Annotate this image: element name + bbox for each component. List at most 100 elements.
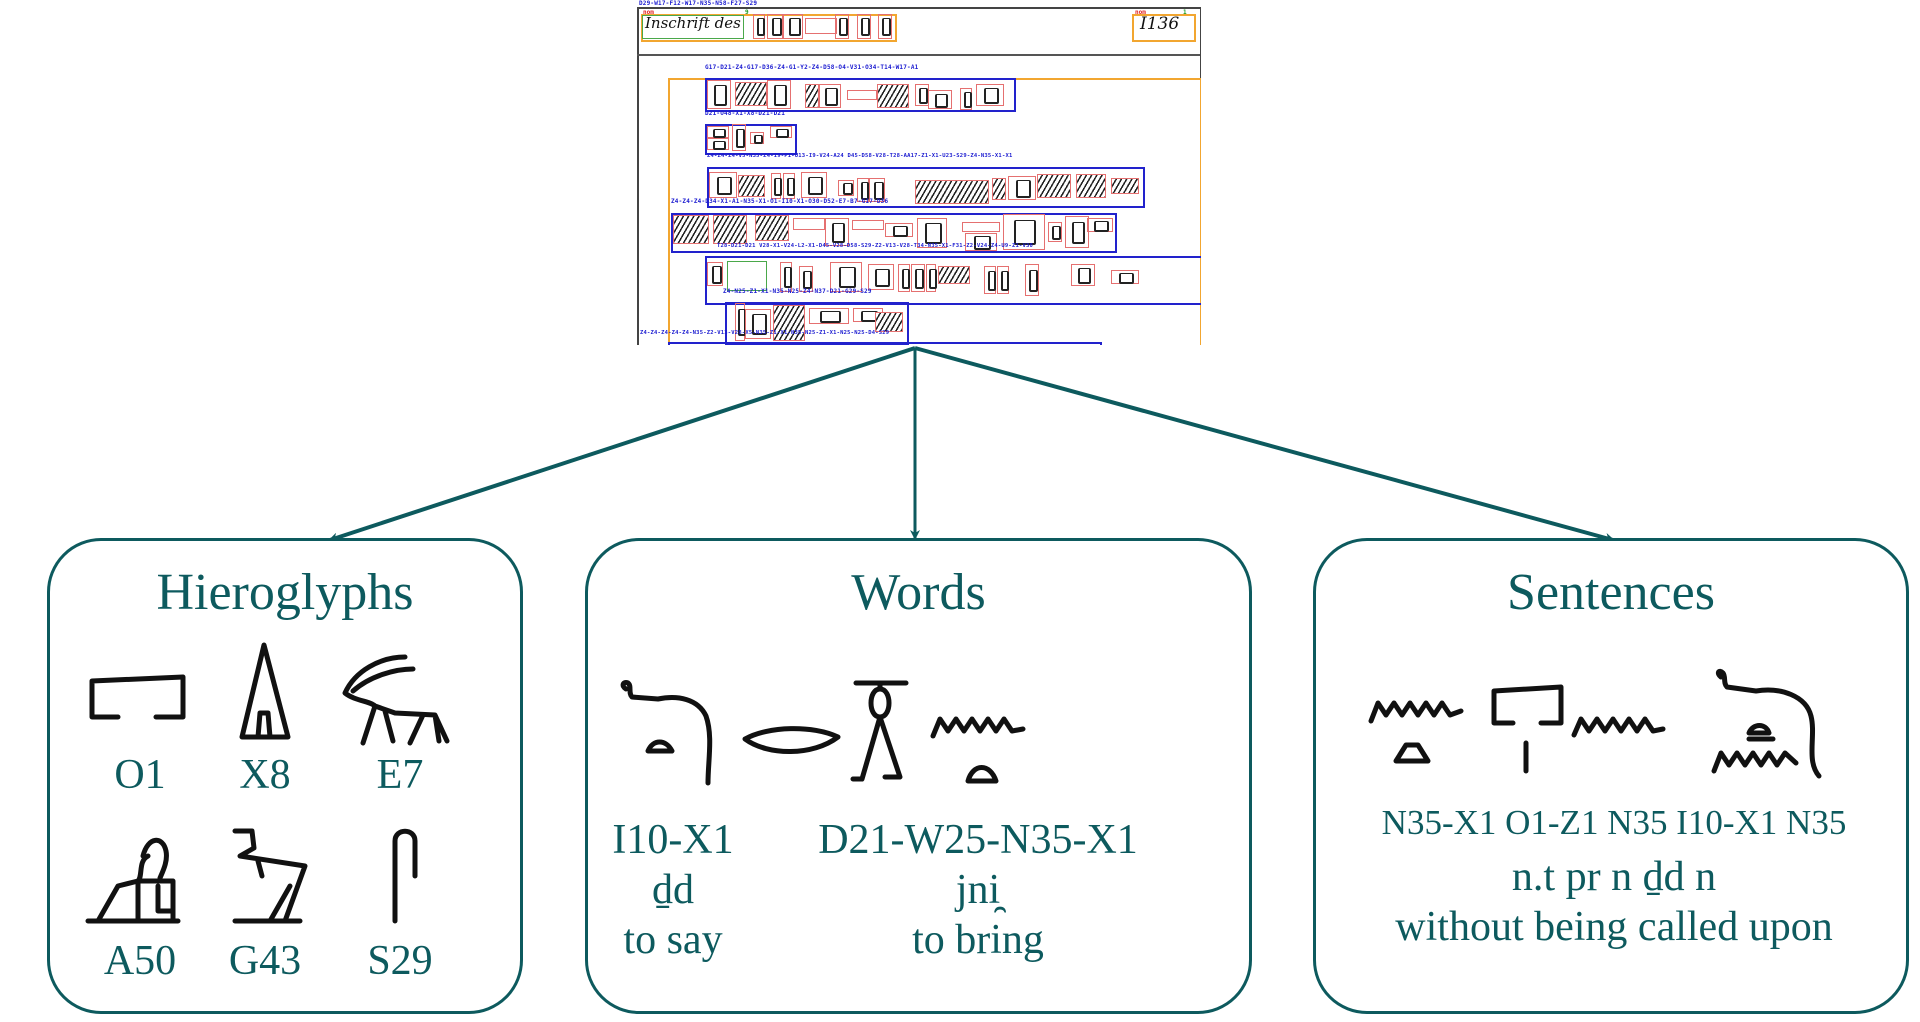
header-divider xyxy=(637,54,1200,56)
lacuna-box xyxy=(805,84,819,108)
glyph-box xyxy=(801,172,827,198)
arrow-to-hieroglyphs xyxy=(328,346,916,543)
title-label: nom xyxy=(643,9,654,16)
line-code-1: G17-D21-Z4-G17-D36-Z4-G1-Y2-Z4-D58-O4-V3… xyxy=(705,64,919,71)
line-box-4 xyxy=(671,213,1117,253)
glyph-box xyxy=(707,262,723,286)
words-panel: Words I10-X1 ḏd to say D21-W25-N35-X1 j… xyxy=(585,538,1252,1014)
glyph-box xyxy=(750,132,764,144)
glyph-box xyxy=(997,266,1009,294)
glyph-box xyxy=(707,80,731,109)
glyph-box xyxy=(805,18,837,34)
id-box xyxy=(1132,14,1196,42)
glyph-box xyxy=(960,88,972,110)
lacuna-box xyxy=(735,82,767,106)
glyph-box xyxy=(767,14,783,39)
glyph-box xyxy=(847,90,877,100)
word-transliteration: jni̯ xyxy=(955,867,1001,913)
n35-glyph-icon xyxy=(1571,711,1666,741)
lacuna-box xyxy=(1076,174,1106,198)
glyph-box xyxy=(915,84,929,106)
glyph-box xyxy=(809,308,849,324)
glyph-box xyxy=(780,262,792,292)
lacuna-box xyxy=(738,175,765,197)
glyph-box xyxy=(926,264,937,292)
sentence-transliteration: n.t pr n ḏd n xyxy=(1511,854,1717,900)
line-code-5: T28-D21-D21 V28-X1-V24-L2-X1-D45-V28-D58… xyxy=(717,243,1034,249)
glyph-box xyxy=(783,14,803,39)
lacuna-box xyxy=(938,266,970,284)
sentences-title: Sentences xyxy=(1507,564,1715,621)
line-box-1 xyxy=(705,78,1016,112)
lacuna-box xyxy=(877,84,909,108)
glyph-box xyxy=(783,173,795,199)
line-box-6 xyxy=(725,302,909,345)
lacuna-box xyxy=(773,305,805,341)
line-code-2: D21-O48-X1-X8-D21-D21 xyxy=(705,110,786,117)
line-code-7: Z4-Z4-Z4-Z4-Z4-N35-Z2-V13-V28-X5-N35-Z1-… xyxy=(640,330,890,336)
glyph-box xyxy=(825,218,849,246)
glyph-box xyxy=(898,264,910,292)
hieroglyph-code: A50 xyxy=(103,938,177,984)
word-transliteration: ḏd xyxy=(652,867,694,913)
hieroglyph-code: E7 xyxy=(376,752,424,798)
w25-bringing-man-glyph-icon xyxy=(850,679,910,785)
glyph-box xyxy=(819,84,841,108)
i10-x1-word-glyph-icon xyxy=(618,680,718,786)
glyph-box xyxy=(1087,218,1113,232)
group-box xyxy=(727,261,767,291)
glyph-box xyxy=(852,220,884,230)
a50-seated-man-glyph-icon xyxy=(85,816,188,926)
word-translation: to bring xyxy=(912,917,1044,963)
glyph-box xyxy=(1111,270,1139,284)
sentence-translation: without being called upon xyxy=(1395,904,1833,950)
sentences-panel: Sentences N35-X1 O1-Z1 N35 I10-X1 N35 n.… xyxy=(1313,538,1909,1014)
glyph-box xyxy=(878,14,892,39)
glyph-box xyxy=(984,266,996,294)
line-code-3: Z4-Z4-Z4-V5-N35-Z4-I9-P1-U13-I9-V24-A24 … xyxy=(707,153,1013,159)
line-box-3 xyxy=(707,167,1145,208)
word-translation: to say xyxy=(623,917,723,963)
glyph-box xyxy=(962,222,1000,232)
annotated-papyrus-scan: D29-W17-F12-W17-N35-N58-F27-S29 nom 9 In… xyxy=(635,0,1201,345)
lacuna-box xyxy=(1037,174,1071,198)
glyph-box xyxy=(799,266,813,292)
glyph-box xyxy=(868,264,894,290)
lacuna-box xyxy=(875,312,903,332)
glyph-box xyxy=(1025,264,1039,296)
glyph-box xyxy=(965,233,997,251)
n35-x1-glyph-icon xyxy=(1366,681,1466,771)
glyph-box xyxy=(1048,222,1062,242)
hieroglyph-code: X8 xyxy=(239,752,291,798)
id-script-text: I136 xyxy=(1140,14,1180,34)
glyph-box xyxy=(707,138,729,150)
glyph-box xyxy=(745,309,771,339)
glyph-box xyxy=(1008,176,1036,200)
glyph-box xyxy=(1003,214,1045,250)
glyph-box xyxy=(917,218,947,248)
s29-folded-cloth-glyph-icon xyxy=(385,826,425,926)
lacuna-box xyxy=(992,178,1006,200)
word-codes: I10-X1 xyxy=(612,817,734,863)
header-code: D29-W17-F12-W17-N35-N58-F27-S29 xyxy=(639,0,758,7)
glyph-box xyxy=(709,172,737,198)
hieroglyph-code: O1 xyxy=(114,752,166,798)
words-title: Words xyxy=(851,564,986,621)
word-codes: D21-W25-N35-X1 xyxy=(818,817,1138,863)
glyph-box xyxy=(793,218,825,230)
hieroglyph-code: G43 xyxy=(228,938,302,984)
line-box-7 xyxy=(668,342,1102,345)
glyph-box xyxy=(869,178,885,202)
lacuna-box xyxy=(1111,178,1139,194)
glyph-box xyxy=(707,126,729,138)
line-box-2 xyxy=(705,124,797,155)
glyph-box xyxy=(771,173,782,199)
glyph-box xyxy=(1071,264,1095,286)
o1-z1-glyph-icon xyxy=(1491,681,1566,776)
lacuna-box xyxy=(915,180,989,204)
lacuna-box xyxy=(755,215,789,241)
glyph-box xyxy=(830,262,862,292)
i10-x1-n35-glyph-icon xyxy=(1711,668,1826,781)
g43-quail-chick-glyph-icon xyxy=(230,826,310,926)
title-count: 9 xyxy=(745,9,749,16)
